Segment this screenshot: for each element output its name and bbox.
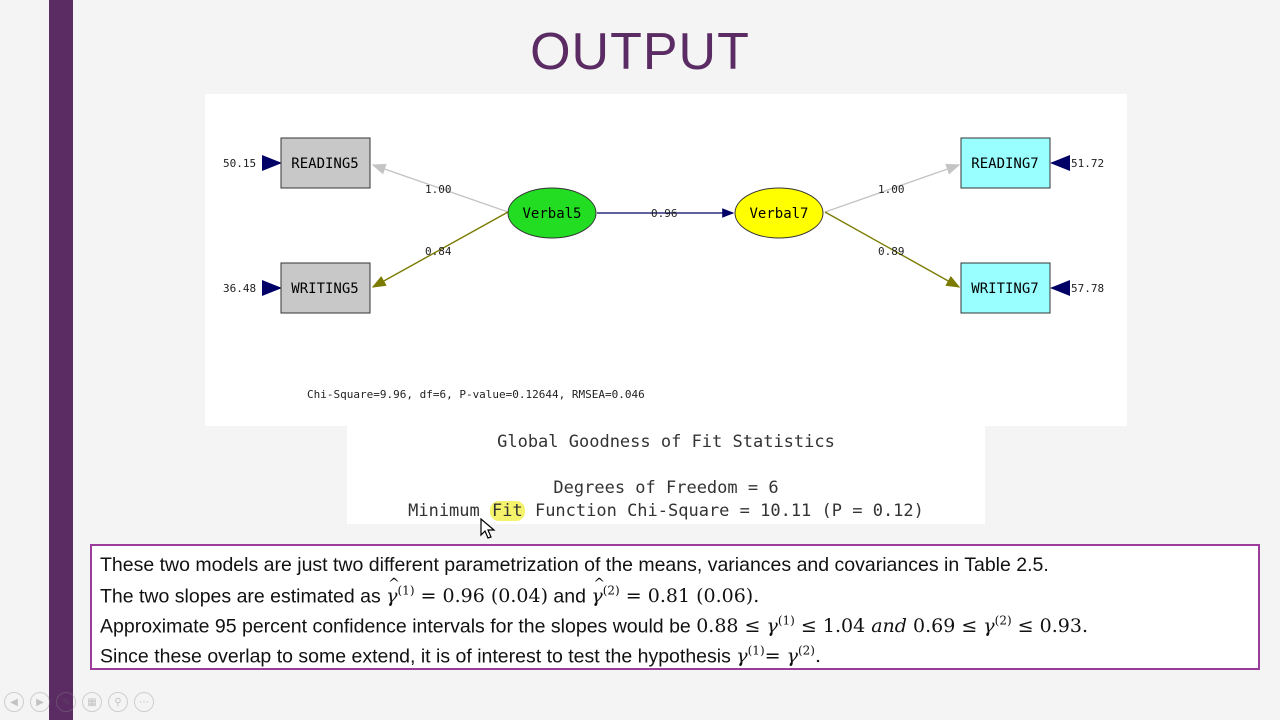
latent-label-verbal5: Verbal5 xyxy=(522,206,581,222)
observed-label-writing7: WRITING7 xyxy=(971,281,1038,297)
ci-2-upper: ≤ 0.93. xyxy=(1011,615,1088,638)
ci-and: and xyxy=(871,615,907,638)
path-diagram: READING5 WRITING5 READING7 WRITING7 Verb… xyxy=(223,137,1104,401)
more-options-icon[interactable]: ⋯ xyxy=(134,692,154,712)
slides-grid-icon[interactable]: ▦ xyxy=(82,692,102,712)
coef-verbal5-writing5: 0.84 xyxy=(425,245,452,258)
prev-slide-icon[interactable]: ◀ xyxy=(4,692,24,712)
observed-label-reading5: READING5 xyxy=(291,156,358,172)
pen-icon[interactable]: ✎ xyxy=(56,692,76,712)
coef-verbal7-writing7: 0.89 xyxy=(878,245,905,258)
path-verbal7-reading7 xyxy=(824,163,961,213)
note-line-3-text: Approximate 95 percent confidence interv… xyxy=(100,615,697,638)
next-slide-icon[interactable]: ▶ xyxy=(30,692,50,712)
path-verbal7-writing7 xyxy=(824,211,961,288)
zoom-icon[interactable]: ⚲ xyxy=(108,692,128,712)
notes-box: These two models are just two different … xyxy=(90,544,1260,670)
fit-min-chi-square: Minimum Fit Function Chi-Square = 10.11 … xyxy=(347,501,985,521)
note-line-4: Since these overlap to some extend, it i… xyxy=(100,644,821,668)
fit-summary: Chi-Square=9.96, df=6, P-value=0.12644, … xyxy=(307,388,645,401)
coef-verbal5-verbal7: 0.96 xyxy=(651,207,678,220)
fit-dof: Degrees of Freedom = 6 xyxy=(553,478,779,498)
latent-ellipse-verbal5 xyxy=(507,187,597,239)
observed-box-writing5 xyxy=(280,262,371,314)
hypothesis-expr: γ(1)= γ(2). xyxy=(736,644,821,668)
latent-ellipse-verbal7 xyxy=(734,187,824,239)
error-value-reading7: 51.72 xyxy=(1071,157,1104,170)
coef-verbal5-reading5: 1.00 xyxy=(425,183,452,196)
ci-expression: 0.88 ≤ γ(1) ≤ 1.04 and 0.69 ≤ γ(2) ≤ 0.9… xyxy=(696,614,1088,638)
ci-1-lower: 0.88 ≤ xyxy=(696,615,767,638)
highlighted-word: Fit xyxy=(490,501,525,521)
fit-statistics-panel: Global Goodness of Fit Statistics Degree… xyxy=(347,426,985,524)
gamma-hat-1-expr: γ(1) = 0.96 (0.04) xyxy=(386,576,548,608)
note-line-2-text: The two slopes are estimated as xyxy=(100,585,387,608)
observed-box-reading7 xyxy=(960,137,1051,189)
gamma-hat-2-value: = 0.81 (0.06). xyxy=(625,585,760,608)
note-line-4-text: Since these overlap to some extend, it i… xyxy=(100,645,737,668)
error-value-reading5: 50.15 xyxy=(223,157,256,170)
observed-box-reading5 xyxy=(280,137,371,189)
note-line-3: Approximate 95 percent confidence interv… xyxy=(100,614,1088,638)
observed-box-writing7 xyxy=(960,262,1051,314)
note-line-1: These two models are just two different … xyxy=(100,554,1049,576)
gamma-hat-2-expr: γ(2) = 0.81 (0.06). xyxy=(591,576,760,608)
gamma-hat-1-value: = 0.96 (0.04) xyxy=(420,585,548,608)
ci-1-upper: ≤ 1.04 xyxy=(794,615,872,638)
note-line-2: The two slopes are estimated as γ(1) = 0… xyxy=(100,576,760,608)
fit-mfc-prefix: Minimum xyxy=(408,501,490,521)
path-verbal5-reading5 xyxy=(371,163,509,213)
fit-heading: Global Goodness of Fit Statistics xyxy=(497,432,835,452)
error-value-writing7: 57.78 xyxy=(1071,282,1104,295)
hypothesis-equals: = xyxy=(764,645,787,668)
fit-mfc-suffix: Function Chi-Square = 10.11 (P = 0.12) xyxy=(524,501,924,521)
note-line-2-and: and xyxy=(547,585,592,608)
observed-label-reading7: READING7 xyxy=(971,156,1038,172)
path-diagram-panel: READING5 WRITING5 READING7 WRITING7 Verb… xyxy=(205,94,1127,426)
slide-title: OUTPUT xyxy=(530,23,750,81)
mouse-cursor-icon xyxy=(480,518,496,539)
latent-label-verbal7: Verbal7 xyxy=(749,206,808,222)
slideshow-controls: ◀ ▶ ✎ ▦ ⚲ ⋯ xyxy=(4,692,154,714)
path-verbal5-writing5 xyxy=(371,211,509,288)
ci-2-lower: 0.69 ≤ xyxy=(906,615,984,638)
coef-verbal7-reading7: 1.00 xyxy=(878,183,905,196)
error-value-writing5: 36.48 xyxy=(223,282,256,295)
observed-label-writing5: WRITING5 xyxy=(291,281,358,297)
hypothesis-period: . xyxy=(814,645,821,668)
slide-accent-bar xyxy=(49,0,73,720)
